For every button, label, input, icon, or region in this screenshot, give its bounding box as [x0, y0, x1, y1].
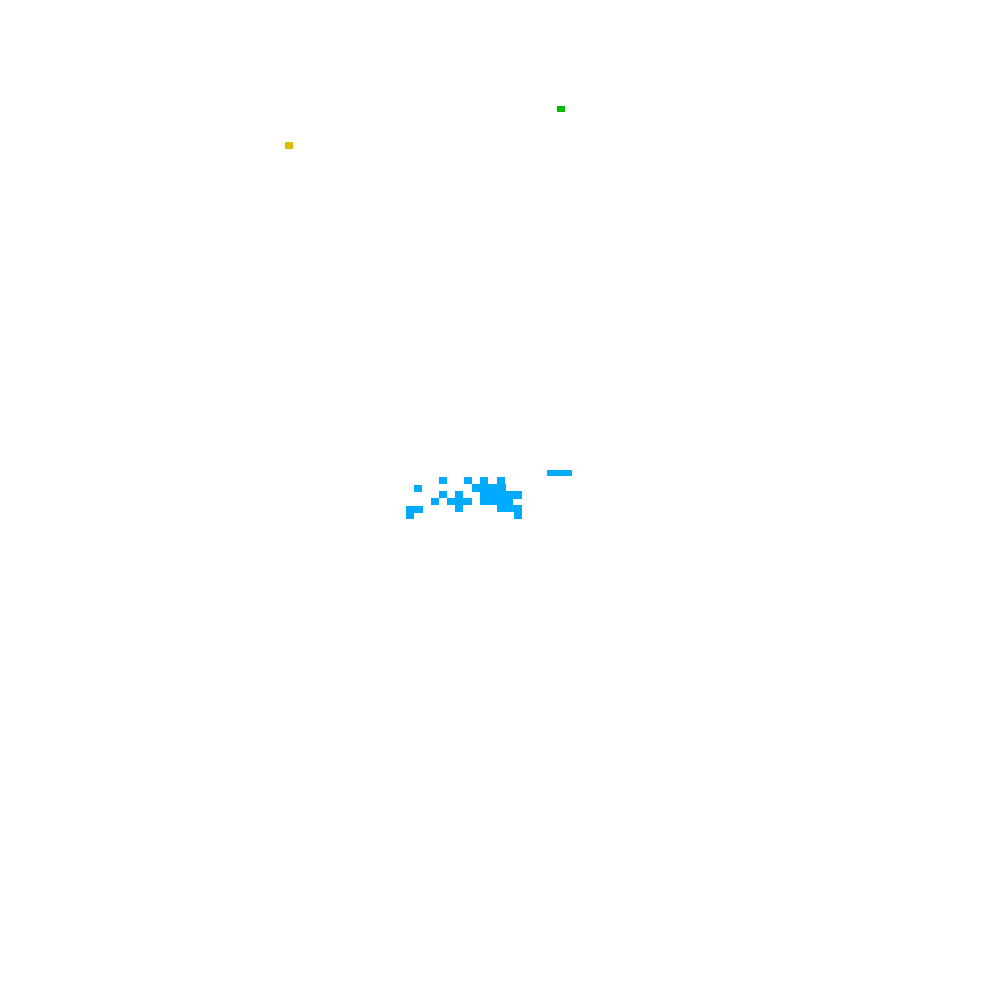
blue-cell-10	[431, 498, 439, 505]
blue-cell-9	[480, 491, 522, 499]
blue-cell-14	[406, 506, 423, 513]
yellow-item	[285, 142, 293, 149]
blue-cell-6	[472, 484, 506, 492]
blue-cell-12	[480, 498, 513, 505]
blue-cell-16	[406, 512, 414, 519]
blue-cell-15	[497, 505, 522, 512]
blue-cell-4	[497, 477, 505, 484]
blue-cell-0	[547, 470, 572, 476]
blue-cell-1	[439, 477, 447, 484]
blue-cell-7	[439, 491, 447, 498]
blue-cell-3	[480, 477, 488, 484]
blue-cell-13	[455, 505, 463, 512]
blue-cell-5	[414, 485, 422, 492]
blue-cell-11	[447, 498, 472, 505]
blue-cell-8	[455, 491, 463, 498]
blue-cell-17	[514, 512, 522, 519]
green-item	[557, 106, 565, 112]
blue-cell-2	[464, 477, 472, 484]
